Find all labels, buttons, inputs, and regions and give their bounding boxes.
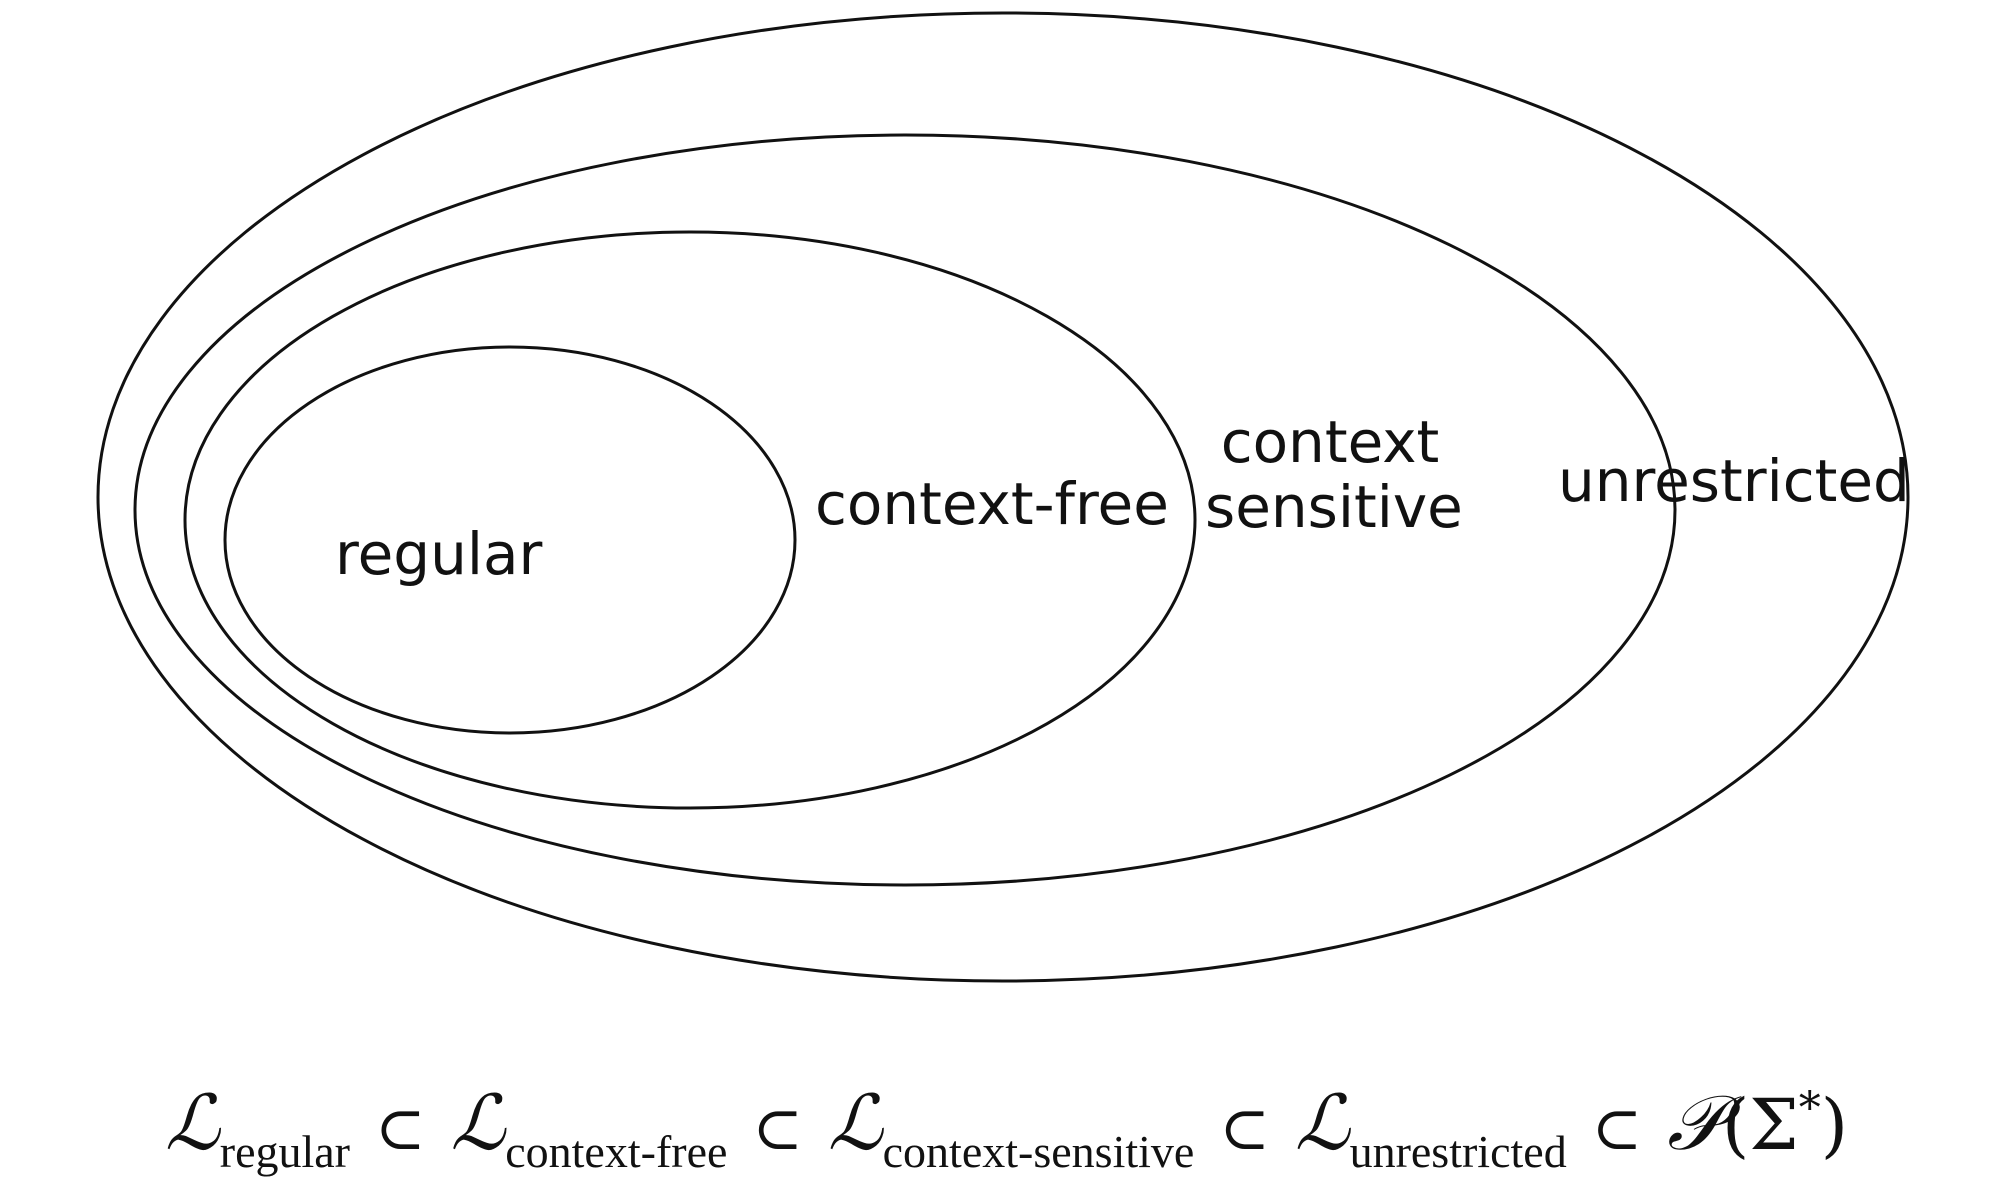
formula-subset-1: ⊂ bbox=[375, 1094, 426, 1164]
formula-L-regular: ℒ bbox=[165, 1078, 220, 1167]
inclusion-formula: ℒregular ⊂ ℒcontext-free ⊂ ℒcontext-sens… bbox=[165, 1085, 1965, 1177]
formula-L-context-sensitive: ℒ bbox=[827, 1078, 883, 1167]
label-context-sensitive: context sensitive bbox=[1205, 408, 1463, 541]
formula-subset-2: ⊂ bbox=[752, 1094, 803, 1164]
formula-close-paren: ) bbox=[1820, 1084, 1849, 1166]
label-context-sensitive-line1: context bbox=[1220, 408, 1440, 476]
ellipse-regular bbox=[223, 345, 797, 735]
formula-sigma: Σ bbox=[1749, 1084, 1799, 1166]
formula-sub-unrestricted: unrestricted bbox=[1349, 1126, 1567, 1177]
label-regular: regular bbox=[335, 520, 543, 588]
formula-sub-context-sensitive: context-sensitive bbox=[882, 1126, 1195, 1177]
ellipse-context-free bbox=[183, 230, 1197, 810]
formula-subset-3: ⊂ bbox=[1219, 1094, 1270, 1164]
formula-sub-context-free: context-free bbox=[505, 1126, 728, 1177]
formula-L-unrestricted: ℒ bbox=[1294, 1078, 1350, 1167]
ellipse-unrestricted bbox=[96, 11, 1910, 983]
label-context-sensitive-line2: sensitive bbox=[1205, 472, 1463, 541]
label-unrestricted: unrestricted bbox=[1558, 447, 1910, 515]
formula-subset-4: ⊂ bbox=[1591, 1094, 1643, 1164]
formula-power-set: 𝒫 bbox=[1667, 1078, 1722, 1167]
ellipse-context-sensitive bbox=[133, 133, 1677, 887]
formula-open-paren: ( bbox=[1721, 1084, 1750, 1166]
label-context-free: context-free bbox=[815, 470, 1169, 538]
formula-sub-regular: regular bbox=[219, 1126, 351, 1177]
formula-kleene-star: * bbox=[1798, 1083, 1821, 1134]
formula-L-context-free: ℒ bbox=[450, 1078, 506, 1167]
